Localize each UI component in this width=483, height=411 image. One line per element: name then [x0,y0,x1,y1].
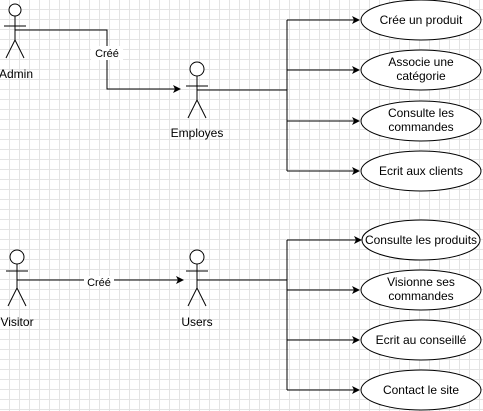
actor-visitor[interactable]: Visitor [0,249,34,329]
use-case-label: Contact le site [383,383,459,397]
use-case-label-line1: Visionne ses [387,275,455,289]
use-case-label-line1: Associe une [388,55,454,69]
use-case-associe-categorie[interactable]: Associe une catégorie [360,49,482,91]
use-case-visionne-commandes[interactable]: Visionne ses commandes [360,269,482,311]
actor-users[interactable]: Users [181,249,213,329]
stick-figure-icon [186,61,208,119]
use-case-label: Ecrit aux clients [379,164,463,178]
use-case-label-line2: commandes [388,289,453,303]
stick-figure-icon [6,249,28,307]
use-case-label: Consulte les produits [365,233,477,247]
edge-admin-employes[interactable]: Créé [15,29,181,93]
use-case-consulte-commandes[interactable]: Consulte les commandes [360,100,482,142]
use-case-label: Ecrit au conseillé [376,333,467,347]
stick-figure-icon [186,249,208,307]
actor-admin[interactable]: Admin [0,3,33,81]
actor-employes[interactable]: Employes [171,61,224,140]
use-case-ecrit-conseille[interactable]: Ecrit au conseillé [360,319,482,361]
actor-label: Visitor [0,315,33,329]
edge-label: Créé [87,277,111,289]
stick-figure-icon [4,3,26,59]
actor-label: Admin [0,67,33,81]
employes-connectors [197,16,360,175]
use-case-consulte-produits[interactable]: Consulte les produits [361,219,481,261]
edge-visitor-users[interactable]: Créé [17,276,184,289]
use-case-cree-produit[interactable]: Crée un produit [360,0,482,41]
use-case-contact-site[interactable]: Contact le site [360,369,482,411]
actor-label: Employes [171,126,224,140]
use-case-label: Crée un produit [380,13,463,27]
use-case-label-line2: catégorie [396,69,446,83]
users-connectors [197,236,362,394]
use-case-label-line1: Consulte les [388,106,454,120]
actor-label: Users [181,315,212,329]
use-case-ecrit-clients[interactable]: Ecrit aux clients [360,150,482,192]
edge-label: Créé [95,48,119,60]
use-case-label-line2: commandes [388,120,453,134]
